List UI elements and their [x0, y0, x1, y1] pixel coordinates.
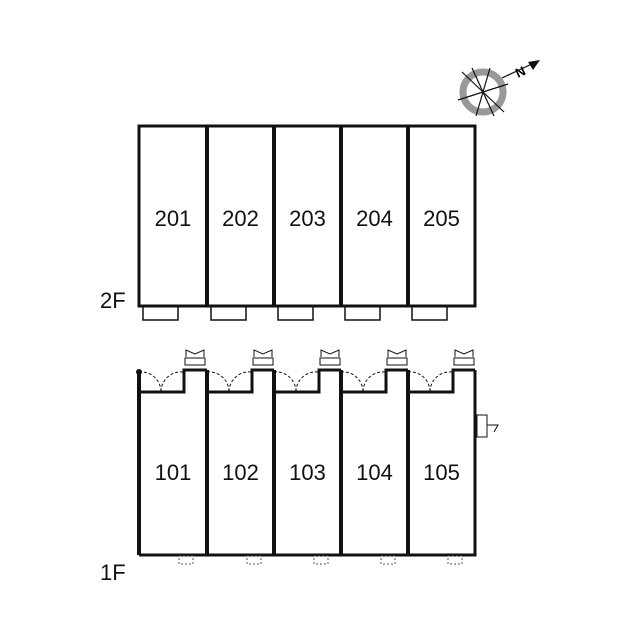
- floor-1: 101 102 103 104 105: [136, 349, 499, 565]
- unit-label-103: 103: [289, 460, 326, 485]
- unit-label-205: 205: [423, 206, 460, 231]
- entrance-wall: [207, 368, 274, 394]
- balcony: [411, 305, 448, 321]
- outdoor-unit: [313, 555, 329, 565]
- unit-label-203: 203: [289, 206, 326, 231]
- meter-box: [386, 357, 408, 366]
- unit-label-201: 201: [155, 206, 192, 231]
- entrance-wall: [274, 368, 341, 394]
- meter-box: [184, 357, 206, 366]
- entrance-wall: [341, 368, 408, 394]
- door-swing: [138, 371, 184, 393]
- outdoor-unit: [246, 555, 262, 565]
- meter-detail: [253, 349, 273, 357]
- north-arrow-icon: N: [457, 60, 540, 117]
- meter-box: [453, 357, 475, 366]
- outdoor-unit: [380, 555, 396, 565]
- floor-label-1f: 1F: [100, 560, 126, 585]
- meter-detail: [320, 349, 340, 357]
- stair-arrow: [487, 424, 499, 433]
- balcony: [142, 305, 179, 321]
- meter-detail: [454, 349, 474, 357]
- meter-box: [252, 357, 274, 366]
- floor-1-outline: [139, 370, 477, 557]
- unit-label-104: 104: [356, 460, 393, 485]
- door-swing: [407, 371, 453, 393]
- entrance-wall: [139, 368, 207, 394]
- unit-label-102: 102: [222, 460, 259, 485]
- entrance-wall: [408, 368, 475, 394]
- unit-label-202: 202: [222, 206, 259, 231]
- unit-label-101: 101: [155, 460, 192, 485]
- balcony: [344, 305, 381, 321]
- meter-detail: [387, 349, 407, 357]
- outdoor-unit: [178, 555, 194, 565]
- outdoor-unit: [447, 555, 463, 565]
- balcony: [210, 305, 247, 321]
- balcony: [277, 305, 314, 321]
- door-swing: [273, 371, 319, 393]
- meter-detail: [185, 349, 205, 357]
- unit-label-204: 204: [356, 206, 393, 231]
- floor-2: 201 202 203 204 205: [137, 124, 477, 321]
- door-swing: [206, 371, 252, 393]
- unit-label-105: 105: [423, 460, 460, 485]
- meter-box: [319, 357, 341, 366]
- door-swing: [340, 371, 386, 393]
- compass-letter: N: [513, 63, 528, 81]
- floor-label-2f: 2F: [100, 288, 126, 313]
- stair-box: [476, 414, 488, 438]
